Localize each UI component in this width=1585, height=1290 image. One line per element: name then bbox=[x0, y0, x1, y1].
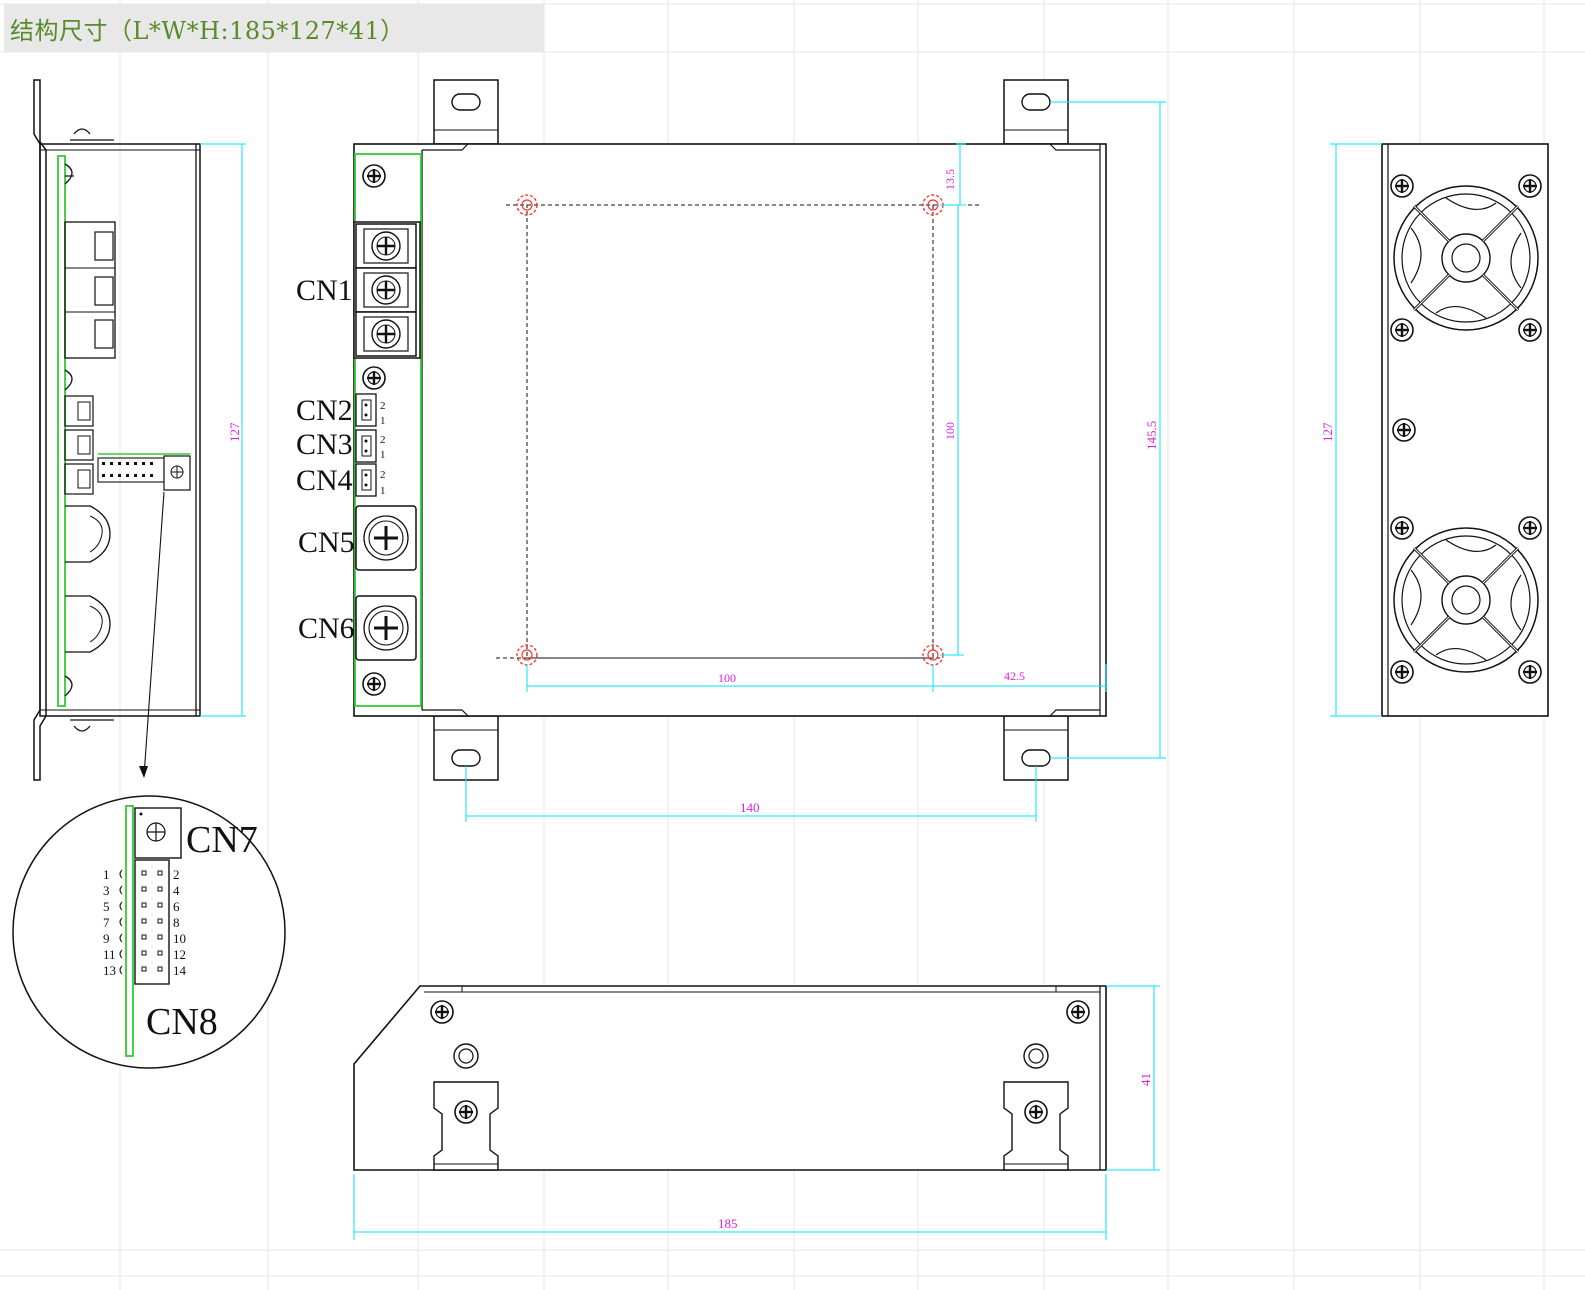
dim-mount-spacing: 140 bbox=[740, 800, 760, 815]
dim-overall-height: 145.5 bbox=[1144, 421, 1159, 450]
pin-label: 1 bbox=[380, 415, 386, 427]
cn8-pin-number: 3 bbox=[103, 883, 110, 898]
cn8-pin-number: 11 bbox=[103, 947, 116, 962]
label-cn1: CN1 bbox=[296, 274, 353, 307]
front-view: 41 185 bbox=[353, 985, 1160, 1240]
pin-label: 2 bbox=[380, 469, 386, 481]
label-cn2: CN2 bbox=[296, 394, 353, 427]
cn8-pin-number: 1 bbox=[103, 867, 110, 882]
cn8-pin-number: 8 bbox=[173, 915, 180, 930]
dim-fan-height: 127 bbox=[1320, 422, 1335, 442]
label-cn4: CN4 bbox=[296, 464, 353, 497]
dim-bottom-height: 41 bbox=[1138, 1073, 1153, 1086]
pin-label: 1 bbox=[380, 449, 386, 461]
cn8-pin-number: 7 bbox=[103, 915, 110, 930]
dim-hole-vertical: 100 bbox=[943, 422, 957, 440]
pin-label: 2 bbox=[380, 434, 386, 446]
label-cn8: CN8 bbox=[146, 1001, 218, 1043]
pin-markers: 2 1 2 1 2 1 bbox=[380, 400, 386, 497]
cn8-pin-number: 2 bbox=[173, 867, 180, 882]
dim-hole-horizontal: 100 bbox=[718, 671, 736, 685]
pin-label: 1 bbox=[380, 485, 386, 497]
cn8-pin-number: 12 bbox=[173, 947, 186, 962]
label-cn5: CN5 bbox=[298, 526, 355, 559]
cn8-pin-number: 13 bbox=[103, 963, 116, 978]
label-cn3: CN3 bbox=[296, 428, 353, 461]
dim-left-height: 127 bbox=[227, 422, 242, 442]
dim-hole-top-offset: 13.5 bbox=[943, 169, 957, 190]
dim-right-offset: 42.5 bbox=[1004, 669, 1025, 683]
drawing-title: 结构尺寸（L*W*H:185*127*41） bbox=[4, 4, 544, 52]
cn8-pin-number: 6 bbox=[173, 899, 180, 914]
cn8-pin-number: 9 bbox=[103, 931, 110, 946]
label-cn7: CN7 bbox=[186, 819, 258, 861]
top-view: 2 1 2 1 2 1 CN1 CN2 CN3 CN4 CN5 CN6 bbox=[296, 79, 1166, 822]
pin-label: 2 bbox=[380, 400, 386, 412]
label-cn6: CN6 bbox=[298, 612, 355, 645]
fan-view: 127 bbox=[1320, 143, 1549, 717]
cn8-pin-number: 14 bbox=[173, 963, 187, 978]
cn8-pin-number: 4 bbox=[173, 883, 180, 898]
dim-bottom-length: 185 bbox=[718, 1216, 738, 1231]
side-view-left: 127 bbox=[33, 79, 246, 781]
cn8-pin-number: 10 bbox=[173, 931, 186, 946]
drawing-title-text: 结构尺寸（L*W*H:185*127*41） bbox=[10, 16, 405, 45]
cn8-pin-number: 5 bbox=[103, 899, 110, 914]
